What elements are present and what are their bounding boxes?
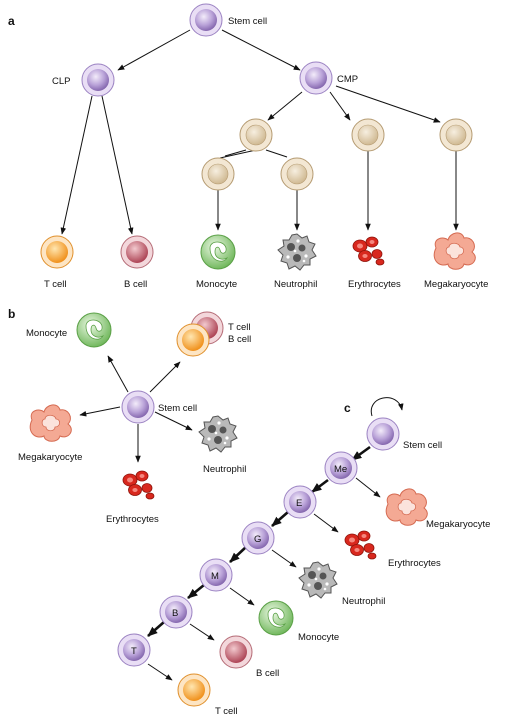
a-neut-prog-cell: [280, 157, 314, 191]
b-neutrophil-label: Neutrophil: [203, 464, 246, 475]
c-self-renewal-arrow: [370, 397, 404, 417]
c-node-m-label: M: [211, 571, 219, 582]
panel-b-letter: b: [8, 307, 15, 321]
c-monocyte: [258, 600, 294, 636]
a-mep-mega-cell: [439, 118, 473, 152]
a-monocyte: [200, 234, 236, 270]
b-megakaryocyte: [29, 404, 72, 442]
a-neutrophil: [277, 233, 317, 271]
arrow-gmp-left: [219, 149, 257, 159]
b-stem-cell-label: Stem cell: [158, 403, 197, 414]
arrow-gmp-to-mono-prog: [224, 149, 247, 157]
panel-a: a Stem cell CLP CMP: [8, 3, 488, 290]
c-arrow-m-to-b: [187, 583, 205, 600]
a-erythrocytes: [352, 236, 385, 266]
c-arrow-to-t-cell: [147, 663, 173, 681]
a-cmp-label: CMP: [337, 74, 358, 85]
a-t-cell: [40, 235, 74, 269]
c-erythrocytes: [344, 530, 377, 560]
b-stem-cell: [121, 390, 155, 424]
a-neutrophil-label: Neutrophil: [274, 279, 317, 290]
c-node-g-label: G: [254, 534, 261, 545]
c-arrow-e-to-g: [271, 511, 289, 527]
c-arrow-to-b-cell: [189, 623, 215, 641]
c-arrow-to-neutrophil: [271, 549, 297, 568]
a-erythrocytes-label: Erythrocytes: [348, 279, 401, 290]
a-b-cell-label: B cell: [124, 279, 147, 290]
panel-a-arrows: [60, 29, 459, 235]
c-arrow-me-to-e: [311, 478, 329, 494]
c-arrow-to-monocyte: [229, 587, 255, 606]
c-megakaryocyte: [385, 488, 428, 526]
panel-b-arrows: [79, 355, 193, 463]
c-neutrophil: [298, 561, 338, 599]
a-clp-cell: [81, 63, 115, 97]
a-clp-label: CLP: [52, 76, 70, 87]
c-arrow-to-erythrocytes: [313, 513, 339, 533]
b-megakaryocyte-label: Megakaryocyte: [18, 452, 82, 463]
b-t-cell: [176, 323, 210, 357]
c-node-b-label: B: [172, 608, 178, 619]
a-gmp-cell: [239, 118, 273, 152]
panel-b: b Monocyte T cell B cell Stem cell Megak…: [8, 307, 251, 525]
arrow-stem-to-cmp: [221, 29, 301, 71]
a-stem-cell-label: Stem cell: [228, 16, 267, 27]
b-t-cell-label: T cell: [228, 322, 251, 333]
arrow-clp-to-bcell: [101, 95, 134, 235]
arrow-cmp-to-mep-mega: [335, 85, 441, 123]
c-b-cell-label: B cell: [256, 668, 279, 679]
b-monocyte-label: Monocyte: [26, 328, 67, 339]
b-arrow-to-megakaryocyte: [79, 406, 121, 417]
a-stem-cell: [189, 3, 223, 37]
arrow-gmp-to-neut-prog: [265, 149, 288, 158]
panel-a-letter: a: [8, 14, 15, 28]
b-arrow-to-lymphocytes: [149, 361, 181, 393]
c-erythrocytes-label: Erythrocytes: [388, 558, 441, 569]
a-megakaryocyte: [433, 232, 476, 270]
panel-c-arrows: [147, 445, 381, 681]
a-mono-prog-cell: [201, 157, 235, 191]
c-node-t-label: T: [131, 646, 137, 657]
c-monocyte-label: Monocyte: [298, 632, 339, 643]
c-arrow-to-megakaryocyte: [355, 477, 381, 498]
b-erythrocytes: [122, 470, 155, 500]
b-b-cell-label: B cell: [228, 334, 251, 345]
b-erythrocytes-label: Erythrocytes: [106, 514, 159, 525]
b-neutrophil: [198, 415, 238, 453]
c-arrow-g-to-m: [229, 546, 247, 563]
a-cmp-cell: [299, 61, 333, 95]
c-arrow-b-to-t: [147, 621, 165, 637]
a-b-cell: [120, 235, 154, 269]
b-arrow-to-neutrophil: [154, 411, 193, 431]
panel-c-letter: c: [344, 401, 351, 415]
c-stem-cell: [366, 417, 400, 451]
arrow-stem-to-clp: [117, 29, 191, 71]
a-megakaryocyte-label: Megakaryocyte: [424, 279, 488, 290]
b-arrow-to-monocyte: [107, 355, 129, 393]
c-stem-cell-label: Stem cell: [403, 440, 442, 451]
arrow-clp-to-tcell: [60, 95, 93, 235]
panel-c: c Stem cell Me E G M: [117, 397, 490, 717]
c-b-cell: [219, 635, 253, 669]
arrow-cmp-to-mep-ery: [329, 91, 351, 121]
c-neutrophil-label: Neutrophil: [342, 596, 385, 607]
arrow-cmp-to-gmp: [267, 91, 303, 121]
c-t-cell-label: T cell: [215, 706, 238, 717]
c-node-me-label: Me: [334, 464, 347, 475]
c-node-e-label: E: [296, 498, 302, 509]
a-t-cell-label: T cell: [44, 279, 67, 290]
a-monocyte-label: Monocyte: [196, 279, 237, 290]
a-mep-ery-cell: [351, 118, 385, 152]
c-t-cell: [177, 673, 211, 707]
c-arrow-stem-to-me: [351, 445, 371, 462]
c-megakaryocyte-label: Megakaryocyte: [426, 519, 490, 530]
b-monocyte: [76, 312, 112, 348]
